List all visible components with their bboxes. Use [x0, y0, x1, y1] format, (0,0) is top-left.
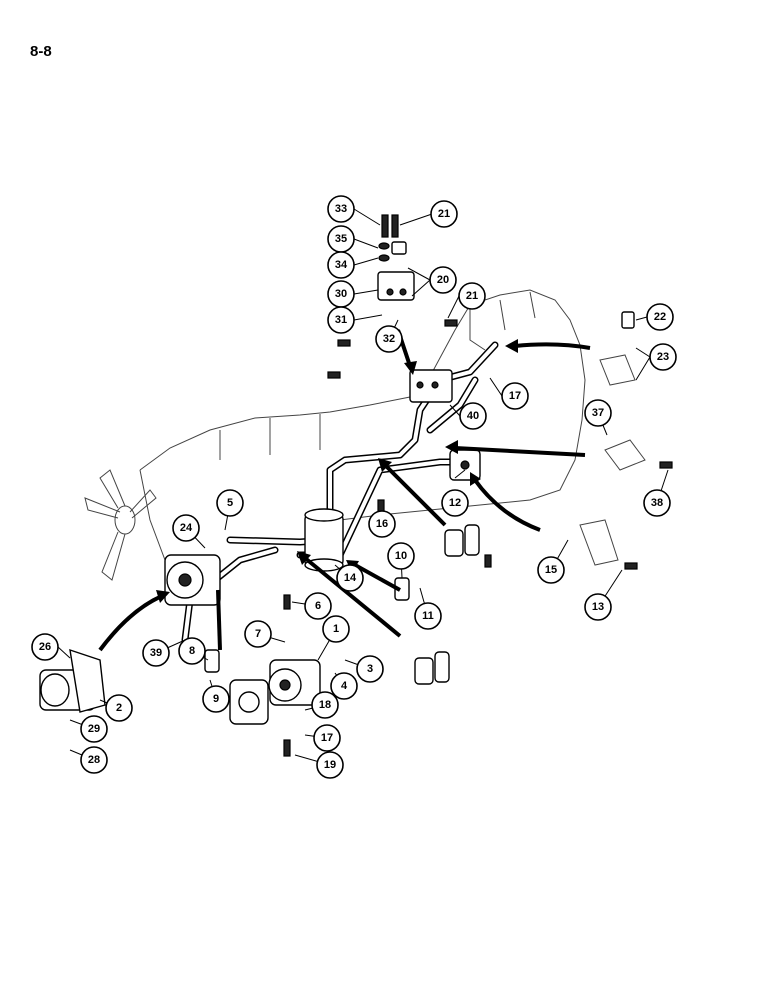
callout-label: 30 — [335, 288, 347, 300]
callout-20: 20 — [429, 266, 457, 294]
callout-label: 9 — [213, 693, 219, 705]
callout-label: 15 — [545, 564, 557, 576]
callout-22: 22 — [646, 303, 674, 331]
callout-label: 19 — [324, 759, 336, 771]
callout-label: 20 — [437, 274, 449, 286]
callout-label: 21 — [466, 290, 478, 302]
callout-31: 31 — [327, 306, 355, 334]
callout-label: 13 — [592, 601, 604, 613]
callout-3: 3 — [356, 655, 384, 683]
callout-10: 10 — [387, 542, 415, 570]
callout-2: 2 — [105, 694, 133, 722]
pump-center — [164, 554, 221, 606]
callout-1: 1 — [322, 615, 350, 643]
callout-9: 9 — [202, 685, 230, 713]
valve-block-mounted — [409, 369, 453, 403]
gasket — [229, 679, 269, 725]
callout-26: 26 — [31, 633, 59, 661]
callout-19: 19 — [316, 751, 344, 779]
fitting-right — [579, 311, 646, 566]
callout-label: 32 — [383, 333, 395, 345]
callout-label: 28 — [88, 754, 100, 766]
callout-24: 24 — [172, 514, 200, 542]
callout-label: 22 — [654, 311, 666, 323]
callout-label: 38 — [651, 497, 663, 509]
callout-33: 33 — [327, 195, 355, 223]
bolts — [283, 214, 673, 757]
callout-13: 13 — [584, 593, 612, 621]
callout-label: 10 — [395, 550, 407, 562]
callout-label: 40 — [467, 410, 479, 422]
callout-21-lower: 21 — [458, 282, 486, 310]
callout-label: 21 — [438, 208, 450, 220]
callout-35: 35 — [327, 225, 355, 253]
callout-23: 23 — [649, 343, 677, 371]
callout-label: 18 — [319, 699, 331, 711]
callout-6: 6 — [304, 592, 332, 620]
callout-label: 17 — [509, 390, 521, 402]
callout-label: 14 — [344, 572, 357, 584]
valve-block-upper — [377, 241, 415, 301]
callout-8: 8 — [178, 637, 206, 665]
clip-assembly — [204, 524, 480, 685]
callout-34: 34 — [327, 251, 355, 279]
callout-label: 26 — [39, 641, 51, 653]
callout-label: 37 — [592, 407, 604, 419]
callout-label: 1 — [333, 623, 339, 635]
callout-label: 6 — [315, 600, 321, 612]
callout-label: 39 — [150, 647, 162, 659]
callout-5: 5 — [216, 489, 244, 517]
callout-14: 14 — [336, 564, 364, 592]
callout-label: 11 — [422, 610, 434, 622]
callout-label: 23 — [657, 351, 669, 363]
callout-39: 39 — [142, 639, 170, 667]
callout-18: 18 — [311, 691, 339, 719]
callout-12: 12 — [441, 489, 469, 517]
callout-label: 29 — [88, 723, 100, 735]
callout-29: 29 — [80, 715, 108, 743]
callout-28: 28 — [80, 746, 108, 774]
callout-11: 11 — [414, 602, 442, 630]
callout-label: 2 — [116, 702, 122, 714]
callout-label: 35 — [335, 233, 347, 245]
callout-label: 7 — [255, 628, 261, 640]
callout-label: 34 — [335, 259, 348, 271]
callout-4: 4 — [330, 672, 358, 700]
callouts: 33 21 35 34 20 30 21 31 32 22 23 17 40 3… — [31, 195, 677, 779]
callout-7: 7 — [244, 620, 272, 648]
callout-37: 37 — [584, 399, 612, 427]
page-number: 8-8 — [30, 43, 52, 60]
callout-17: 17 — [501, 382, 529, 410]
assembly-arrows — [98, 329, 591, 652]
engine-outline — [139, 289, 586, 581]
pump-lower-left — [39, 648, 106, 713]
callout-label: 16 — [376, 518, 388, 530]
pump-main — [268, 659, 321, 706]
callout-label: 12 — [449, 497, 461, 509]
callout-30: 30 — [327, 280, 355, 308]
callout-32: 32 — [375, 325, 403, 353]
callout-21: 21 — [430, 200, 458, 228]
callout-16: 16 — [368, 510, 396, 538]
callout-38: 38 — [643, 489, 671, 517]
callout-label: 33 — [335, 203, 347, 215]
callout-15: 15 — [537, 556, 565, 584]
callout-40: 40 — [459, 402, 487, 430]
callout-label: 17 — [321, 732, 333, 744]
fan-icon — [84, 469, 157, 581]
callout-17-lower: 17 — [313, 724, 341, 752]
callout-label: 3 — [367, 663, 373, 675]
callout-label: 5 — [227, 497, 233, 509]
manifold-block — [449, 449, 481, 481]
callout-label: 8 — [189, 645, 195, 657]
leader-lines — [57, 208, 669, 766]
callout-label: 31 — [335, 314, 347, 326]
callout-label: 4 — [341, 680, 348, 692]
callout-label: 24 — [180, 522, 193, 534]
